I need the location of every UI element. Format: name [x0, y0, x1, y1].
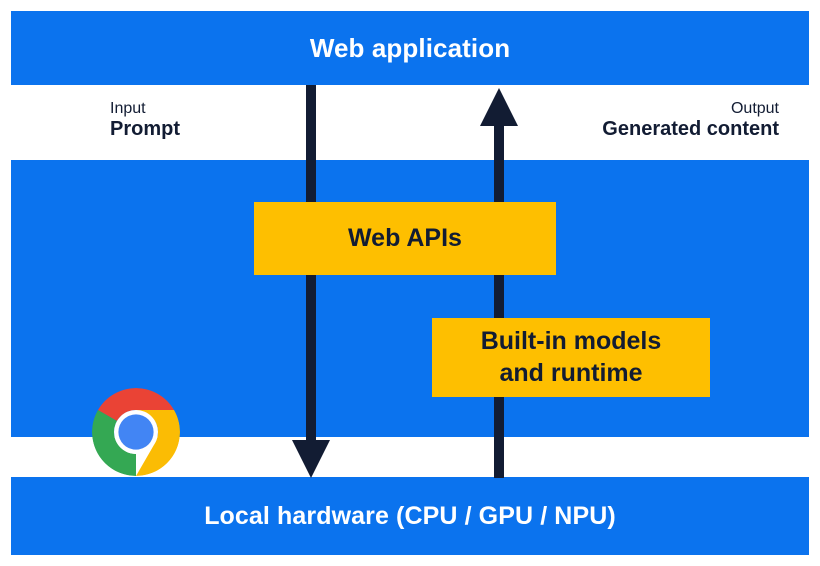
builtin-models-label: Built-in models and runtime — [481, 326, 662, 389]
web-apis-label: Web APIs — [348, 223, 462, 252]
chrome-logo-icon — [92, 388, 180, 476]
web-application-band: Web application — [11, 11, 809, 85]
input-value-label: Prompt — [110, 118, 180, 141]
output-flow-label: Output Generated content — [602, 100, 779, 141]
builtin-models-box: Built-in models and runtime — [432, 318, 710, 397]
output-value-label: Generated content — [602, 118, 779, 141]
builtin-models-label-line2: and runtime — [499, 358, 643, 387]
local-hardware-band: Local hardware (CPU / GPU / NPU) — [11, 477, 809, 555]
builtin-models-label-line1: Built-in models — [480, 327, 662, 356]
input-flow-label: Input Prompt — [110, 100, 180, 141]
output-arrow-line — [494, 110, 504, 478]
web-apis-box: Web APIs — [254, 202, 556, 275]
input-kind-label: Input — [110, 100, 146, 117]
web-application-label: Web application — [309, 32, 511, 63]
local-hardware-label: Local hardware (CPU / GPU / NPU) — [204, 501, 616, 530]
output-kind-label: Output — [730, 100, 779, 117]
output-arrow-head-icon — [480, 88, 518, 126]
input-arrow-head-icon — [292, 440, 330, 478]
